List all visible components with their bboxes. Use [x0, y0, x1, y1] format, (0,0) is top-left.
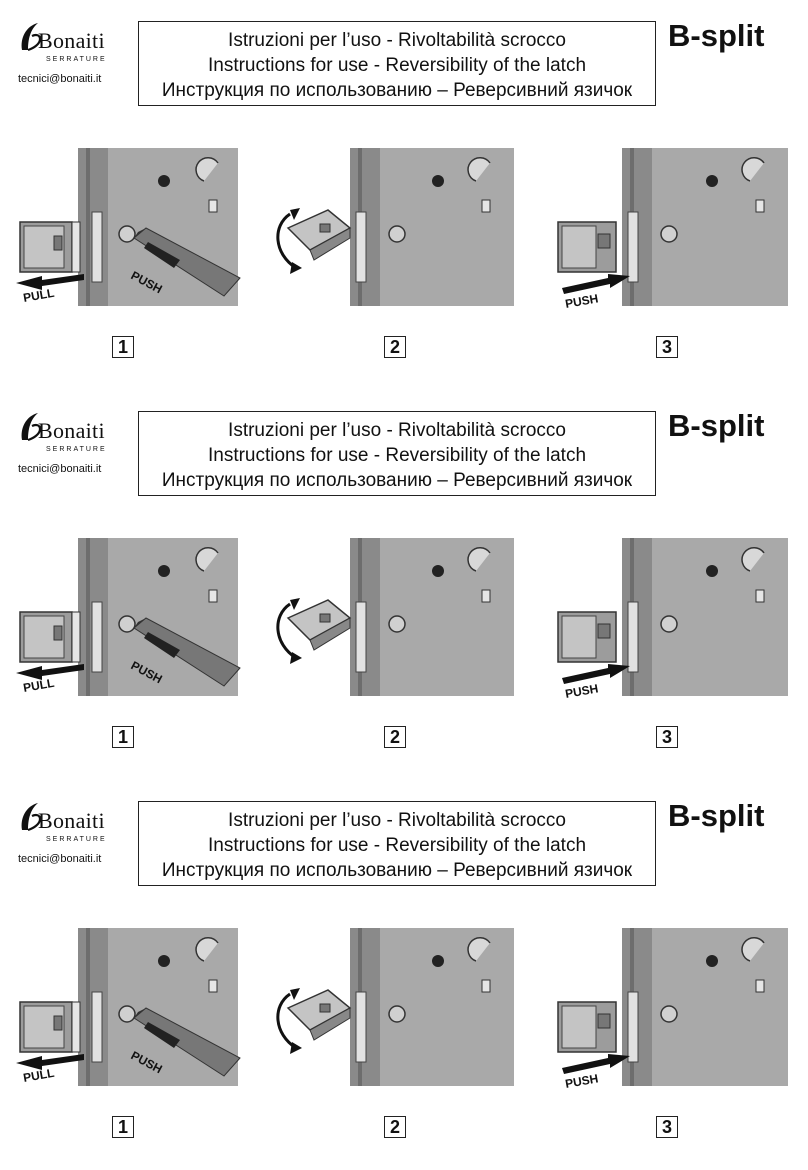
title-english: Instructions for use - Reversibility of …: [207, 835, 587, 856]
step-1-illustration: PULL PUSH: [14, 908, 241, 1088]
step-3-illustration: PUSH: [552, 518, 790, 701]
step-1-illustration: PULL PUSH: [14, 128, 241, 308]
instruction-section: Bonaiti SERRATURE tecnici@bonaiti.it Ist…: [0, 0, 808, 390]
title-english: Instructions for use - Reversibility of …: [207, 445, 587, 466]
step-3-illustration: PUSH: [552, 128, 790, 311]
title-russian: Инструкция по использованию – Реверсивни…: [161, 80, 633, 101]
brand-logo: Bonaiti SERRATURE tecnici@bonaiti.it: [18, 18, 128, 98]
step-number-2: 2: [384, 336, 406, 358]
brand-subtitle: SERRATURE: [46, 836, 107, 843]
step-3-push-label: PUSH: [564, 1071, 599, 1091]
title-italian: Istruzioni per l’uso - Rivoltabilità scr…: [228, 30, 566, 51]
brand-subtitle: SERRATURE: [46, 56, 107, 63]
step-3-push-label: PUSH: [564, 291, 599, 311]
bonaiti-logo-icon: [21, 803, 42, 832]
title-italian: Istruzioni per l’uso - Rivoltabilità scr…: [228, 420, 566, 441]
step-1-pull-label: PULL: [22, 1066, 55, 1085]
step-number-1: 1: [112, 1116, 134, 1138]
step-number-1: 1: [112, 726, 134, 748]
step-2-illustration: [270, 518, 516, 698]
step-number-3: 3: [656, 726, 678, 748]
instruction-section: Bonaiti SERRATURE tecnici@bonaiti.it Ist…: [0, 390, 808, 780]
brand-email: tecnici@bonaiti.it: [18, 853, 102, 865]
step-number-3: 3: [656, 336, 678, 358]
product-name: B-split: [668, 798, 765, 833]
bonaiti-logo-icon: [21, 413, 42, 442]
title-russian: Инструкция по использованию – Реверсивни…: [161, 860, 633, 881]
step-1-pull-label: PULL: [22, 676, 55, 695]
brand-name: Bonaiti: [38, 418, 105, 443]
step-3-illustration: PUSH: [552, 908, 790, 1091]
step-1-illustration: PULL PUSH: [14, 518, 241, 698]
title-italian: Istruzioni per l’uso - Rivoltabilità scr…: [228, 810, 566, 831]
brand-subtitle: SERRATURE: [46, 446, 107, 453]
title-english: Instructions for use - Reversibility of …: [207, 55, 587, 76]
bonaiti-logo-icon: [21, 23, 42, 52]
brand-logo: Bonaiti SERRATURE tecnici@bonaiti.it: [18, 408, 128, 488]
step-number-2: 2: [384, 1116, 406, 1138]
step-number-3: 3: [656, 1116, 678, 1138]
brand-logo: Bonaiti SERRATURE tecnici@bonaiti.it: [18, 798, 128, 878]
step-3-push-label: PUSH: [564, 681, 599, 701]
brand-email: tecnici@bonaiti.it: [18, 73, 102, 85]
title-russian: Инструкция по использованию – Реверсивни…: [161, 470, 633, 491]
title-box: Istruzioni per l’uso - Rivoltabilità scr…: [138, 801, 656, 886]
step-number-2: 2: [384, 726, 406, 748]
instruction-section: Bonaiti SERRATURE tecnici@bonaiti.it Ist…: [0, 780, 808, 1170]
product-name: B-split: [668, 408, 765, 443]
brand-name: Bonaiti: [38, 808, 105, 833]
brand-name: Bonaiti: [38, 28, 105, 53]
title-box: Istruzioni per l’uso - Rivoltabilità scr…: [138, 21, 656, 106]
product-name: B-split: [668, 18, 765, 53]
brand-email: tecnici@bonaiti.it: [18, 463, 102, 475]
step-1-pull-label: PULL: [22, 286, 55, 305]
step-2-illustration: [270, 908, 516, 1088]
title-box: Istruzioni per l’uso - Rivoltabilità scr…: [138, 411, 656, 496]
step-number-1: 1: [112, 336, 134, 358]
step-2-illustration: [270, 128, 516, 308]
